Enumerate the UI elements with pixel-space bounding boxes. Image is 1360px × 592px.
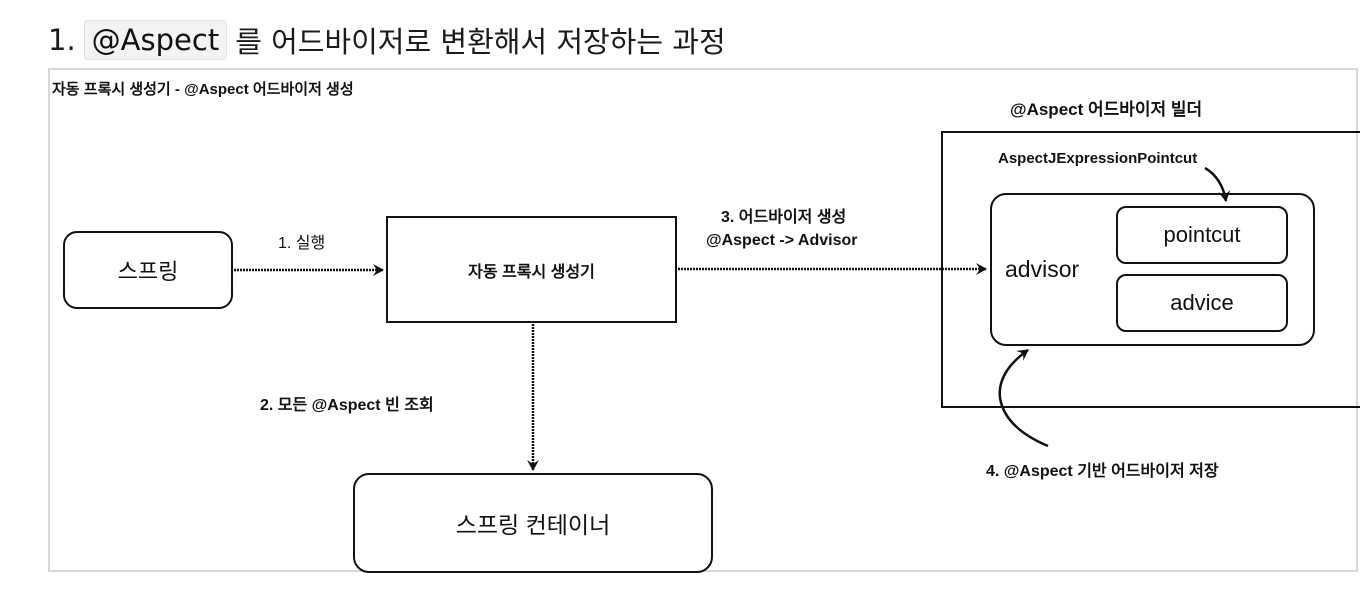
advice-node: advice [1116, 274, 1288, 332]
heading-number: 1. [48, 23, 76, 57]
pointcut-label: pointcut [1163, 222, 1241, 247]
heading-text: 를 어드바이저로 변환해서 저장하는 과정 [235, 25, 726, 59]
arrow-step4 [998, 348, 1049, 448]
spring-container-label: 스프링 컨테이너 [455, 512, 611, 538]
step4-label: 4. @Aspect 기반 어드바이저 저장 [986, 463, 1219, 480]
spring-container-node: 스프링 컨테이너 [353, 473, 713, 573]
builder-title: @Aspect 어드바이저 빌더 [1010, 100, 1203, 119]
step3-label-line2: @Aspect -> Advisor [706, 232, 858, 249]
advice-label: advice [1170, 290, 1234, 315]
page-heading: 1. @Aspect 를 어드바이저로 변환해서 저장하는 과정 [48, 14, 726, 66]
auto-proxy-creator-label: 자동 프록시 생성기 [468, 263, 595, 281]
pointcut-node: pointcut [1116, 206, 1288, 264]
auto-proxy-creator-node: 자동 프록시 생성기 [386, 216, 677, 323]
heading-code-annotation: @Aspect [83, 20, 228, 60]
step1-label: 1. 실행 [278, 235, 326, 252]
step3-label-line1: 3. 어드바이저 생성 [721, 209, 847, 226]
step2-label: 2. 모든 @Aspect 빈 조회 [260, 397, 434, 414]
spring-node-label: 스프링 [117, 259, 179, 284]
arrow-pointcut-type [1204, 166, 1231, 202]
advisor-node [990, 193, 1315, 346]
advisor-label: advisor [1005, 256, 1080, 282]
spring-node: 스프링 [63, 231, 233, 309]
diagram-title: 자동 프록시 생성기 - @Aspect 어드바이저 생성 [52, 81, 354, 98]
pointcut-type-label: AspectJExpressionPointcut [998, 150, 1198, 167]
